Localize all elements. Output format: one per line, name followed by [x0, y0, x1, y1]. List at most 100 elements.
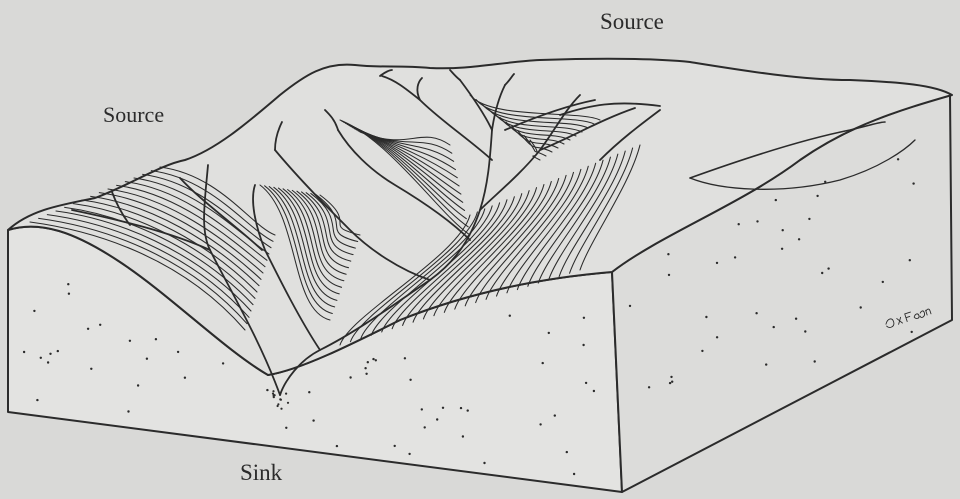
sediment-dot [137, 384, 139, 386]
sediment-dot [279, 392, 281, 394]
sediment-dot [701, 350, 703, 352]
sediment-dot [424, 426, 426, 428]
sediment-dot [23, 351, 25, 353]
sink-label: Sink [240, 461, 282, 484]
sediment-dot [146, 358, 148, 360]
sediment-dot [542, 362, 544, 364]
sediment-dot [57, 350, 59, 352]
sediment-dot [668, 274, 670, 276]
sediment-dot [814, 360, 816, 362]
sediment-dot [312, 419, 314, 421]
sediment-dot [669, 382, 671, 384]
sediment-dot [821, 272, 823, 274]
sediment-dot [404, 357, 406, 359]
sediment-dot [593, 390, 595, 392]
sediment-dot [827, 267, 829, 269]
sediment-dot [272, 390, 274, 392]
sediment-dot [287, 402, 289, 404]
sediment-dot [367, 361, 369, 363]
sediment-dot [582, 344, 584, 346]
sediment-dot [573, 473, 575, 475]
sediment-dot [285, 393, 287, 395]
sediment-dot [36, 399, 38, 401]
sediment-dot [804, 330, 806, 332]
sediment-dot [808, 218, 810, 220]
sediment-dot [280, 408, 282, 410]
sediment-dot [860, 306, 862, 308]
sediment-dot [882, 281, 884, 283]
sediment-dot [177, 351, 179, 353]
sediment-dot [408, 453, 410, 455]
sediment-dot [99, 324, 101, 326]
sediment-dot [816, 195, 818, 197]
sediment-dot [509, 315, 511, 317]
sediment-dot [40, 357, 42, 359]
sediment-dot [566, 451, 568, 453]
sediment-dot [909, 259, 911, 261]
sediment-dot [222, 362, 224, 364]
sediment-dot [483, 462, 485, 464]
sediment-dot [798, 238, 800, 240]
sediment-dot [87, 328, 89, 330]
sediment-dot [539, 423, 541, 425]
sediment-dot [279, 398, 281, 400]
sediment-dot [629, 305, 631, 307]
sediment-dot [738, 223, 740, 225]
sediment-dot [421, 408, 423, 410]
sediment-dot [781, 248, 783, 250]
sediment-dot [336, 445, 338, 447]
sediment-dot [436, 418, 438, 420]
sediment-dot [375, 359, 377, 361]
sediment-dot [705, 316, 707, 318]
sediment-dot [548, 332, 550, 334]
sediment-dot [897, 158, 899, 160]
sediment-dot [756, 220, 758, 222]
sediment-dot [583, 317, 585, 319]
sediment-dot [667, 253, 669, 255]
sediment-dot [716, 262, 718, 264]
sediment-dot [734, 256, 736, 258]
sediment-dot [409, 379, 411, 381]
sediment-dot [47, 361, 49, 363]
sediment-dot [349, 376, 351, 378]
sediment-dot [765, 363, 767, 365]
source-label-top: Source [600, 10, 664, 33]
sediment-dot [364, 367, 366, 369]
sediment-dot [67, 283, 69, 285]
sediment-dot [49, 353, 51, 355]
sediment-dot [266, 389, 268, 391]
sediment-dot [775, 199, 777, 201]
sediment-dot [912, 182, 914, 184]
sediment-dot [273, 396, 275, 398]
sediment-dot [394, 445, 396, 447]
sediment-dot [462, 435, 464, 437]
sediment-dot [33, 310, 35, 312]
sediment-dot [285, 427, 287, 429]
sediment-dot [308, 391, 310, 393]
sediment-dot [467, 409, 469, 411]
sediment-dot [911, 331, 913, 333]
sediment-dot [670, 376, 672, 378]
sediment-dot [773, 326, 775, 328]
sediment-dot [824, 181, 826, 183]
sediment-dot [90, 368, 92, 370]
sediment-dot [782, 229, 784, 231]
sediment-dot [716, 336, 718, 338]
sediment-dot [365, 373, 367, 375]
sediment-dot [585, 382, 587, 384]
sediment-dot [127, 410, 129, 412]
sediment-dot [755, 312, 757, 314]
sediment-dot [554, 414, 556, 416]
sediment-dot [648, 386, 650, 388]
sediment-dot [155, 338, 157, 340]
sediment-dot [442, 407, 444, 409]
sediment-dot [372, 358, 374, 360]
sediment-dot [129, 340, 131, 342]
source-label-left: Source [103, 104, 164, 126]
sediment-dot [184, 377, 186, 379]
sediment-dot [277, 403, 279, 405]
sediment-dot [273, 394, 275, 396]
sediment-dot [671, 381, 673, 383]
